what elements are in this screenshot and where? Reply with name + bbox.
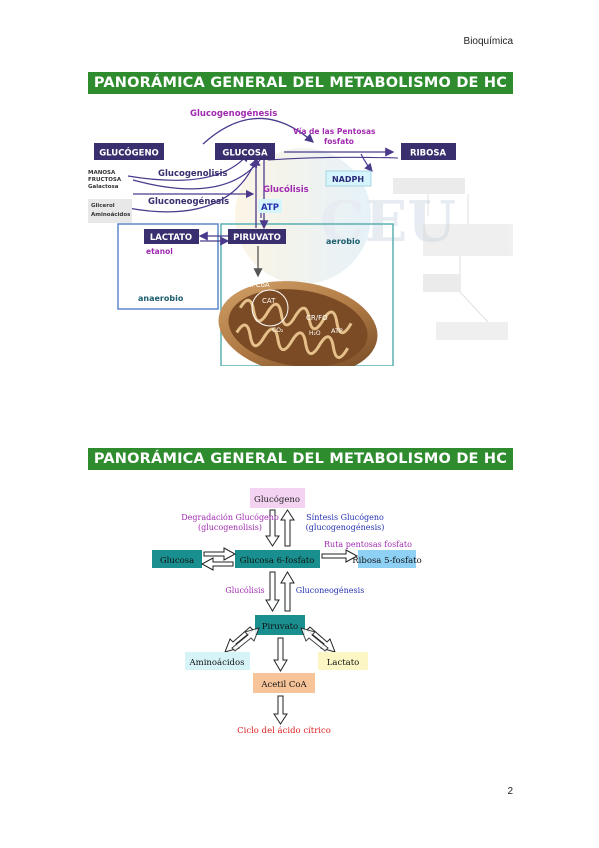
flow-svg: Glucógeno Degradación Glucógeno (glucoge… [152, 488, 422, 736]
citric-cycle-arrow [273, 695, 288, 725]
svg-text:Acetil CoA: Acetil CoA [260, 680, 307, 690]
svg-text:Aminoácidos: Aminoácidos [91, 211, 131, 218]
svg-text:Aminoácidos: Aminoácidos [189, 657, 245, 668]
anaerobio-region [117, 223, 219, 310]
svg-text:Glucosa 6-fosfato: Glucosa 6-fosfato [240, 556, 315, 566]
aminoacidos-box [185, 652, 250, 670]
svg-text:ATP: ATP [331, 327, 343, 335]
nadph-node [325, 170, 372, 187]
svg-text:Acetil CoA: Acetil CoA [234, 281, 270, 289]
svg-text:Gluconeogénesis: Gluconeogénesis [296, 586, 365, 595]
piruvato-node [228, 229, 286, 244]
svg-text:Glucólisis: Glucólisis [225, 586, 264, 595]
watermark-text: CEU [320, 189, 456, 255]
svg-text:CAT: CAT [262, 297, 276, 305]
gluconeogenesis-label: Gluconeogénesis [148, 196, 229, 207]
svg-text:Síntesis Glucógeno: Síntesis Glucógeno [306, 513, 384, 522]
glucogeno-box [250, 488, 305, 508]
svg-text:Piruvato: Piruvato [262, 622, 298, 632]
atp-node [258, 199, 282, 213]
svg-text:Glicerol: Glicerol [91, 203, 115, 209]
svg-text:Lactato: Lactato [327, 658, 360, 668]
svg-text:CR/FO: CR/FO [306, 314, 328, 322]
svg-text:Glucógeno: Glucógeno [254, 494, 300, 505]
svg-text:H₂O: H₂O [309, 330, 321, 337]
aerobio-region [220, 223, 394, 366]
svg-text:FRUCTOSA: FRUCTOSA [88, 177, 122, 183]
svg-text:NADPH: NADPH [332, 175, 364, 184]
svg-text:ATP: ATP [261, 203, 279, 213]
watermark-logo: CEU [235, 148, 456, 284]
svg-text:Galactosa: Galactosa [88, 184, 119, 190]
page-number: 2 [507, 786, 513, 797]
glucosa-box [152, 550, 202, 568]
svg-text:GLUCOSA: GLUCOSA [222, 149, 268, 159]
svg-text:RIBOSA: RIBOSA [410, 149, 447, 159]
glucolisis-label: Glucólisis [263, 184, 309, 195]
svg-text:Ruta pentosas fosfato: Ruta pentosas fosfato [324, 540, 412, 549]
svg-text:Degradación Glucógeno: Degradación Glucógeno [181, 513, 279, 522]
faded-boxes [393, 178, 513, 340]
svg-text:fosfato: fosfato [324, 137, 354, 146]
glucogenogenesis-arrow [202, 117, 314, 145]
svg-text:CO₂: CO₂ [272, 327, 284, 334]
ribosa5p-box [358, 550, 416, 568]
lactato-node [144, 229, 199, 244]
metabolism-overview-diagram: CEU GLUCÓGENO GLU [88, 96, 513, 366]
svg-text:etanol: etanol [146, 247, 173, 256]
ribosa-node [401, 143, 456, 160]
glucogenolisis-label: Glucogenolisis [158, 169, 227, 179]
glucogenogenesis-label: Glucogenogénesis [190, 108, 277, 119]
anaerobio-label: anaerobio [138, 294, 184, 303]
lactato-box [318, 652, 368, 670]
svg-text:MANOSA: MANOSA [88, 170, 116, 176]
glycolysis-arrows [265, 571, 295, 612]
overview-svg: CEU GLUCÓGENO GLU [88, 108, 513, 366]
horizontal-arrows [200, 547, 359, 571]
glucosa6p-box [235, 550, 320, 568]
glucogeno-node [94, 143, 164, 160]
svg-text:Ribosa 5-fosfato: Ribosa 5-fosfato [352, 556, 421, 566]
glucosa-node [215, 143, 275, 160]
citric-cycle-label: Ciclo del ácido cítrico [237, 725, 331, 735]
pentose-label: Vía de las Pentosas [293, 127, 376, 136]
svg-text:Glucosa: Glucosa [160, 556, 194, 566]
header-label: Bioquímica [463, 36, 513, 47]
aerobio-label: aerobio [326, 237, 361, 246]
acetil-coa-box [253, 673, 315, 693]
piruvato-box [255, 615, 305, 635]
section-title-banner-2: PANORÁMICA GENERAL DEL METABOLISMO DE HC [88, 448, 513, 470]
svg-text:LACTATO: LACTATO [150, 233, 192, 243]
svg-text:(glucogenolisis): (glucogenolisis) [198, 523, 262, 532]
svg-text:GLUCÓGENO: GLUCÓGENO [99, 147, 159, 159]
diagonal-arrows [224, 626, 336, 672]
section-title-banner: PANORÁMICA GENERAL DEL METABOLISMO DE HC [88, 72, 513, 94]
svg-text:(glucogenogénesis): (glucogenogénesis) [306, 523, 385, 532]
svg-text:PIRUVATO: PIRUVATO [233, 233, 281, 243]
carbohydrate-flow-diagram: Glucógeno Degradación Glucógeno (glucoge… [140, 480, 460, 736]
mitochondrion-image [218, 281, 378, 366]
glycogen-arrows [265, 509, 295, 547]
